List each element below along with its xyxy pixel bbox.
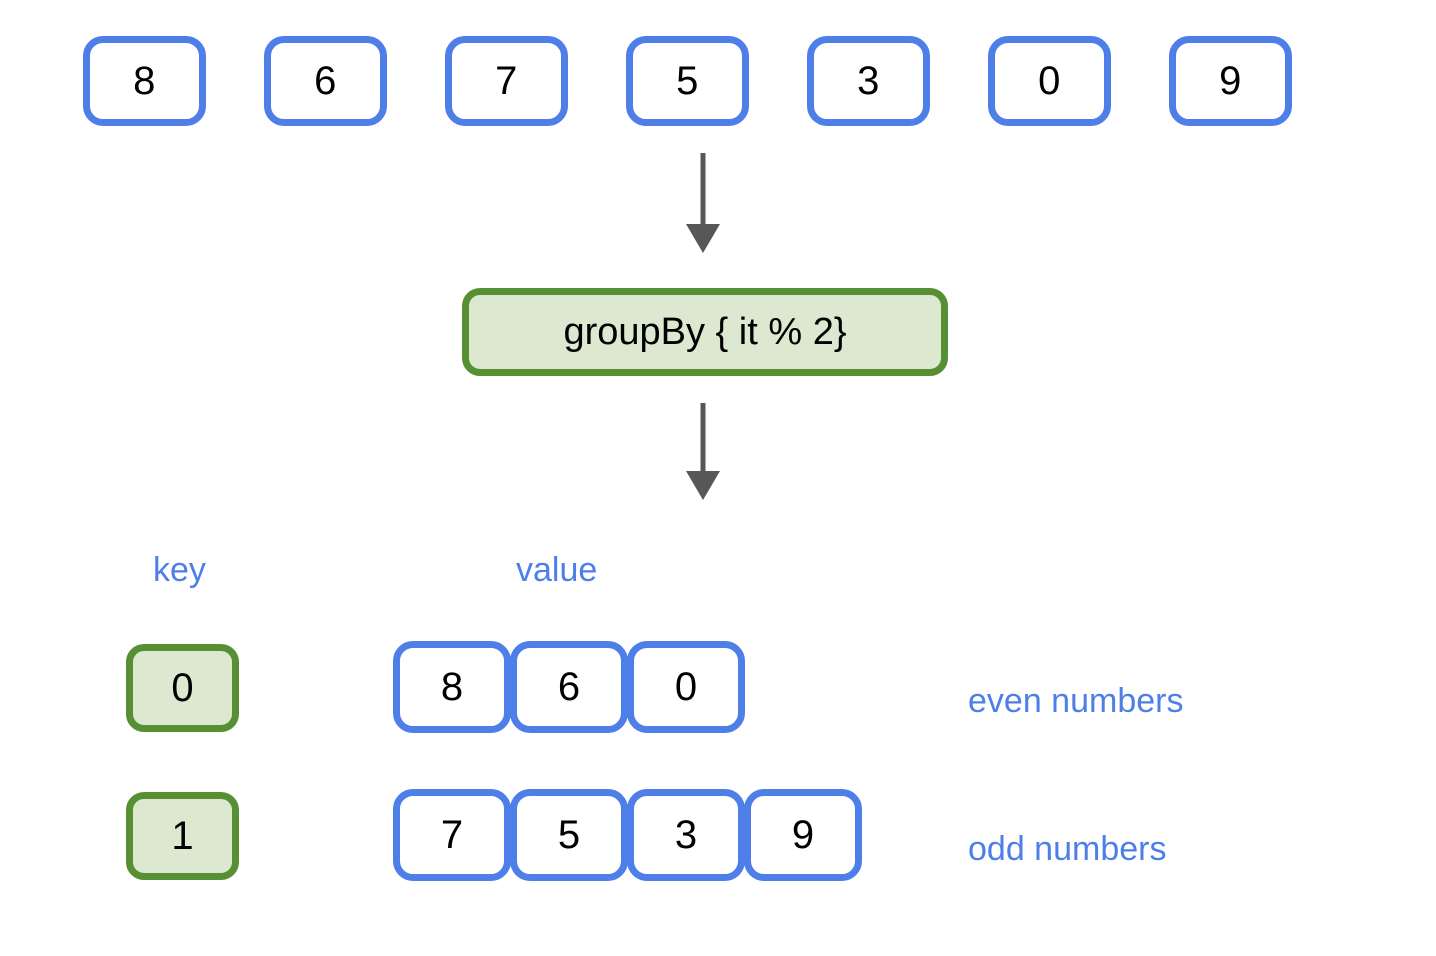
value-chip-odd-3: 9	[744, 789, 862, 881]
value-chip-even-0: 8	[393, 641, 511, 733]
key-box-even: 0	[126, 644, 239, 732]
value-chip-odd-1: 5	[510, 789, 628, 881]
note-even-numbers: even numbers	[968, 682, 1184, 720]
arrow-operation-to-result-icon	[686, 403, 720, 500]
input-box-5: 0	[988, 36, 1111, 126]
column-header-value: value	[516, 551, 598, 589]
value-chip-odd-0: 7	[393, 789, 511, 881]
key-box-odd: 1	[126, 792, 239, 880]
operation-box: groupBy { it % 2}	[462, 288, 948, 376]
column-header-key: key	[153, 551, 206, 589]
value-chip-even-1: 6	[510, 641, 628, 733]
input-box-4: 3	[807, 36, 930, 126]
value-chip-even-2: 0	[627, 641, 745, 733]
input-box-6: 9	[1169, 36, 1292, 126]
input-box-3: 5	[626, 36, 749, 126]
input-box-0: 8	[83, 36, 206, 126]
input-box-1: 6	[264, 36, 387, 126]
value-chips-even: 8 6 0	[393, 641, 745, 733]
input-box-2: 7	[445, 36, 568, 126]
note-odd-numbers: odd numbers	[968, 830, 1167, 868]
arrow-input-to-operation-icon	[686, 153, 720, 253]
value-chip-odd-2: 3	[627, 789, 745, 881]
operation-label: groupBy { it % 2}	[563, 311, 847, 353]
value-chips-odd: 7 5 3 9	[393, 789, 862, 881]
